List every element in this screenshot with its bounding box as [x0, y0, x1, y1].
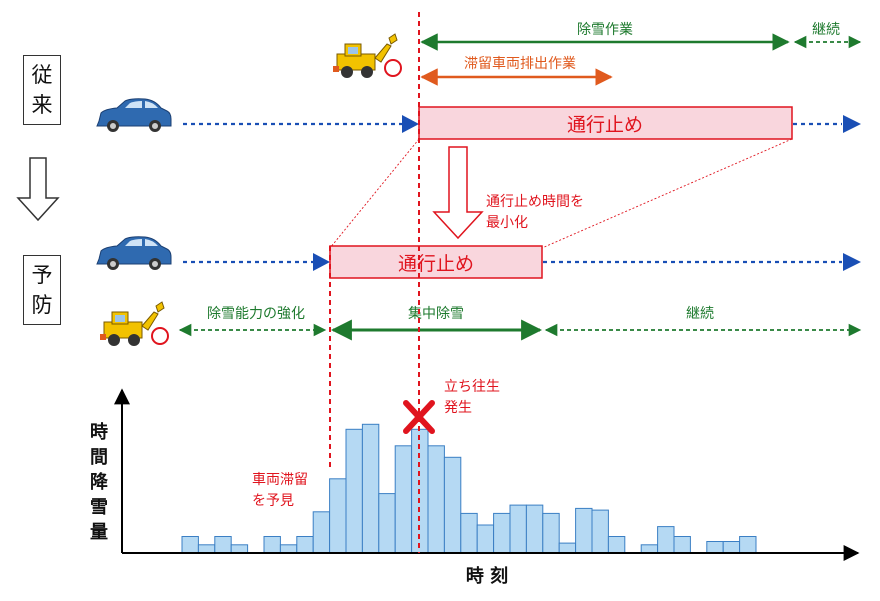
- projection-line-right: [541, 138, 793, 249]
- snowfall-bar: [378, 493, 396, 554]
- snowfall-bar: [706, 541, 724, 554]
- snowfall-bar: [329, 478, 347, 554]
- snowfall-bar: [394, 445, 413, 554]
- snowfall-bar: [214, 536, 232, 554]
- snow-removal-work-label: 除雪作業: [577, 22, 633, 38]
- snowfall-bar: [476, 524, 495, 554]
- stranding-label-line2: 発生: [444, 400, 472, 416]
- snowfall-bar: [361, 423, 380, 554]
- intensive-removal-label: 集中除雪: [408, 305, 464, 322]
- y-axis-label-char-2: 間: [90, 447, 108, 468]
- y-axis-label: 時 間 降 雪 量: [84, 420, 114, 545]
- snowfall-bar: [181, 536, 199, 554]
- snowfall-bar: [443, 456, 462, 554]
- preventive-label-char-2: 防: [31, 293, 53, 317]
- y-axis-label-char-4: 雪: [90, 497, 108, 518]
- snowfall-bar: [345, 428, 363, 554]
- minimize-note-line1: 通行止め時間を: [486, 194, 584, 210]
- snowfall-bar: [673, 536, 691, 554]
- snowfall-bar: [525, 504, 544, 554]
- continue-label-top: 継続: [812, 21, 840, 38]
- snowfall-bar: [460, 512, 478, 554]
- snowfall-bar: [542, 512, 560, 554]
- preventive-label-char-1: 予: [31, 263, 53, 287]
- snowfall-bar: [722, 541, 741, 554]
- conventional-label-char-2: 来: [31, 93, 53, 117]
- snowfall-bar: [657, 526, 675, 554]
- snowfall-bar: [509, 504, 527, 554]
- snowfall-bar: [591, 509, 609, 554]
- traffic-arrowhead-bottom-right: [843, 253, 861, 271]
- car-icon: [96, 98, 172, 132]
- stuck-vehicle-removal-label: 滞留車両排出作業: [464, 55, 576, 72]
- snowfall-bar: [263, 536, 281, 554]
- snowfall-bar: [312, 511, 331, 554]
- snowfall-bar: [493, 512, 511, 554]
- car-icon: [96, 236, 172, 270]
- snowfall-bar: [230, 544, 249, 554]
- snowfall-bar: [575, 507, 593, 554]
- traffic-arrowhead-bottom-left: [313, 253, 330, 271]
- snowfall-bar: [739, 536, 757, 554]
- road-closure-box-preventive: [329, 245, 543, 279]
- conventional-label-char-1: 従: [31, 63, 53, 87]
- traffic-arrowhead-top-left: [402, 115, 419, 133]
- snowfall-bar: [558, 542, 577, 554]
- snowfall-bar: [427, 445, 445, 554]
- stuck-forecast-label-line2: を予見: [252, 493, 294, 509]
- y-axis-label-char-1: 時: [90, 422, 108, 443]
- snowplow-icon: [333, 33, 402, 78]
- traffic-arrowhead-top-right: [843, 115, 861, 133]
- down-arrow-icon: [16, 157, 60, 222]
- snowplow-icon: [100, 301, 169, 346]
- snowfall-bar: [296, 536, 314, 554]
- snowfall-bars: [181, 423, 757, 554]
- minimize-note-line2: 最小化: [486, 215, 528, 231]
- snowfall-bar: [640, 544, 659, 554]
- y-axis-label-char-3: 降: [90, 472, 108, 493]
- projection-line-left: [329, 138, 420, 249]
- x-axis-label: 時 刻: [466, 565, 508, 587]
- y-axis-label-char-5: 量: [90, 522, 108, 543]
- snowfall-bar: [197, 544, 216, 554]
- capacity-boost-label: 除雪能力の強化: [207, 306, 305, 322]
- road-closure-label-conventional: 通行止め: [567, 114, 643, 136]
- preventive-label: 予 防: [23, 255, 61, 325]
- stuck-forecast-label-line1: 車両滞留: [252, 471, 308, 488]
- minimize-arrow-icon: [432, 146, 484, 240]
- road-closure-label-preventive: 通行止め: [398, 253, 474, 275]
- snowfall-bar: [279, 544, 298, 554]
- stranding-label-line1: 立ち往生: [444, 379, 500, 395]
- snowfall-bar: [607, 536, 626, 554]
- conventional-label: 従 来: [23, 55, 61, 125]
- x-mark-icon: [403, 400, 435, 434]
- continue-label-bottom: 継続: [686, 305, 714, 322]
